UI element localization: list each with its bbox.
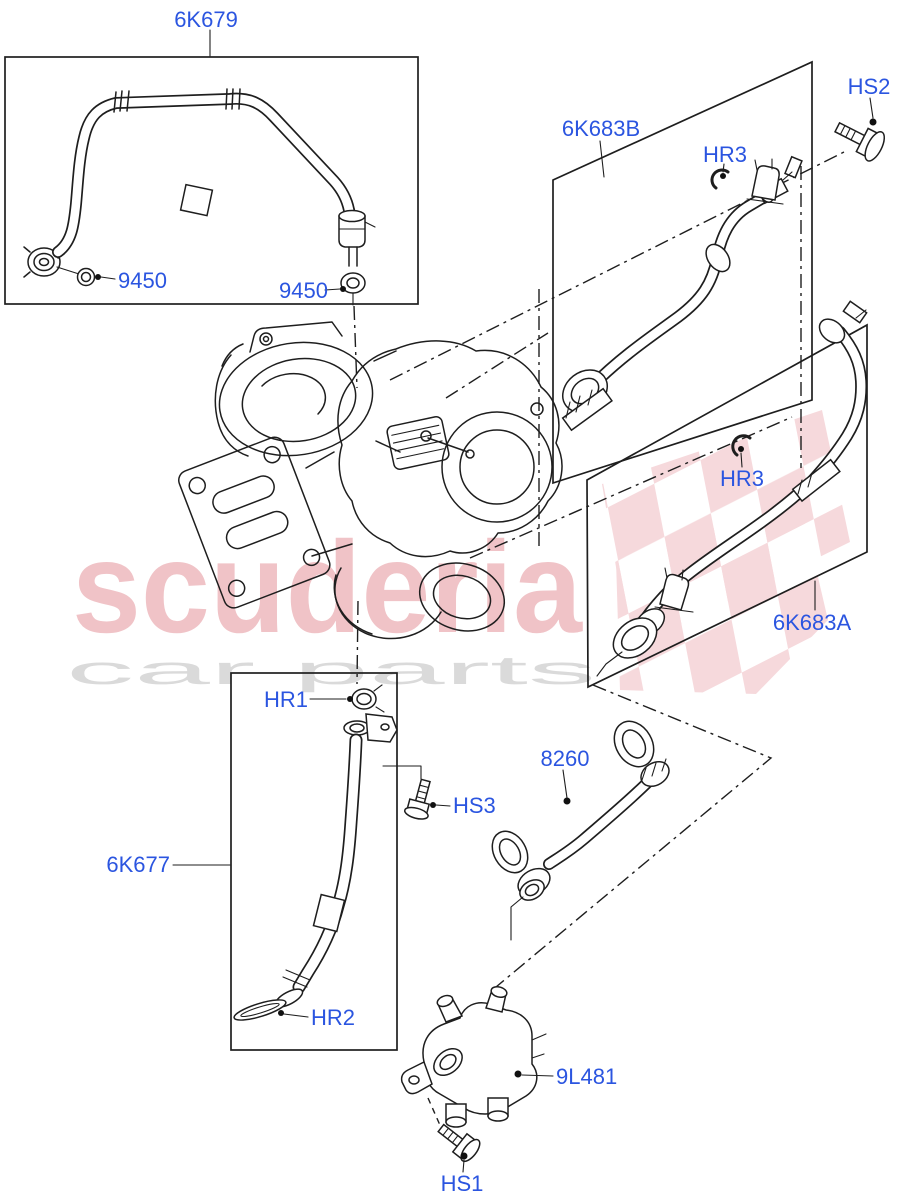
part-label-6k683b[interactable]: 6K683B [562,116,640,141]
hose-6k683a-end [596,608,666,677]
connector-9l481-group: 9L481 HS1 [400,985,617,1196]
axis-turbo-to-panelb [445,332,549,399]
hose-8260 [544,775,655,869]
part-label-8260[interactable]: 8260 [541,746,590,771]
tube-tag [312,893,346,933]
heat-shield [386,416,450,470]
clamp-hr1 [351,684,385,713]
clip-hr3-lower [731,434,752,457]
turbocharger-drawing [178,321,563,640]
callout-hs1: HS1 [441,1152,484,1196]
connector-top-ports [436,985,508,1023]
inset-box-frame [230,672,398,1051]
panel-6k683b: HR3 6K683B [552,60,813,485]
part-label-6k679[interactable]: 6K679 [174,7,238,32]
part-label-hr1[interactable]: HR1 [264,687,308,712]
axis-box1-to-turbo [353,305,358,389]
washer-9450-left [56,266,96,287]
panel-6k683b-frame [552,60,813,485]
watermark-flag-lower [616,500,828,694]
axis-turbo-to-hr3-lower [469,416,793,559]
washer-9450-right [340,272,366,306]
callout-hr2: HR2 [278,1005,355,1030]
callout-hs2: HS2 [848,74,891,126]
callout-hr1: HR1 [264,687,353,712]
hose-6k679 [53,94,356,257]
screw-hs3: HS3 [382,765,496,820]
hose-8260-top-clamp [613,720,670,788]
clip-hr3-upper [710,168,730,190]
part-label-hs3[interactable]: HS3 [453,793,496,818]
part-label-hr3-lower[interactable]: HR3 [720,466,764,491]
inset-box-6k679: 9450 9450 6K679 [4,7,419,306]
callout-hr3-lower: HR3 [720,446,764,491]
callout-hs3: HS3 [430,793,496,818]
panel-6k683a-frame [586,323,868,689]
inset-box-frame [4,56,419,305]
gasket-hr2 [233,999,287,1021]
exhaust-flange [178,436,331,609]
callout-6k677: 6K677 [106,852,231,877]
watermark: scuderia car parts [66,410,850,694]
hose-8260-bottom-clamp [491,830,551,941]
union-fitting [338,209,376,267]
callout-9450-left: 9450 [95,268,167,293]
hose-6k679-outline [52,92,357,258]
part-label-hr3-upper[interactable]: HR3 [703,142,747,167]
hose-6k683b-bracket [746,158,784,205]
callout-6k683a: 6K683A [773,580,852,635]
hose-6k683b [587,191,771,391]
screw-hs1: HS1 [427,1097,484,1196]
hose-6k683b-clamp [561,387,613,432]
part-label-hr2[interactable]: HR2 [311,1005,355,1030]
callout-8260: 8260 [541,746,590,805]
part-label-9450-right[interactable]: 9450 [279,278,328,303]
hose-6k683a-top-fitting [818,300,868,344]
banjo-fitting [23,246,65,278]
hose-clamp-ribs [113,88,241,113]
callout-9l481: 9L481 [514,1064,617,1089]
part-label-6k683a[interactable]: 6K683A [773,610,852,635]
part-label-hs1[interactable]: HS1 [441,1171,484,1196]
spring-clamp [705,243,731,273]
tube-6k677 [294,735,361,992]
axis-panela-to-9l481 [495,684,773,988]
hose-tag [179,183,214,217]
panel-6k683a: HR3 6K683A [586,300,868,689]
callout-hr3-upper: HR3 [703,142,747,179]
hose-6k683a-bracket [654,567,694,613]
axis-turbo-to-hr1 [356,600,359,685]
part-label-hs2[interactable]: HS2 [848,74,891,99]
callout-9450-right: 9450 [279,278,346,303]
hose-6k683a-clamp [791,458,841,503]
inset-box-6k677: HR1 6K677 HR2 HS3 [106,672,496,1051]
connector-bottom-ports [445,1097,509,1128]
tube-flange-bracket [365,713,398,743]
part-label-9l481[interactable]: 9L481 [556,1064,617,1089]
part-label-9450-left[interactable]: 9450 [118,268,167,293]
watermark-brand: scuderia [72,514,584,660]
connector-left-port [433,1047,463,1077]
watermark-tagline: car parts [66,649,596,693]
callout-6k683b: 6K683B [562,116,640,178]
hose-8260-group: 8260 [491,720,670,941]
callout-6k679: 6K679 [174,7,238,57]
connector-mounting-ear [400,1060,433,1095]
screw-hs2: HS2 [834,74,891,162]
part-label-6k677[interactable]: 6K677 [106,852,170,877]
